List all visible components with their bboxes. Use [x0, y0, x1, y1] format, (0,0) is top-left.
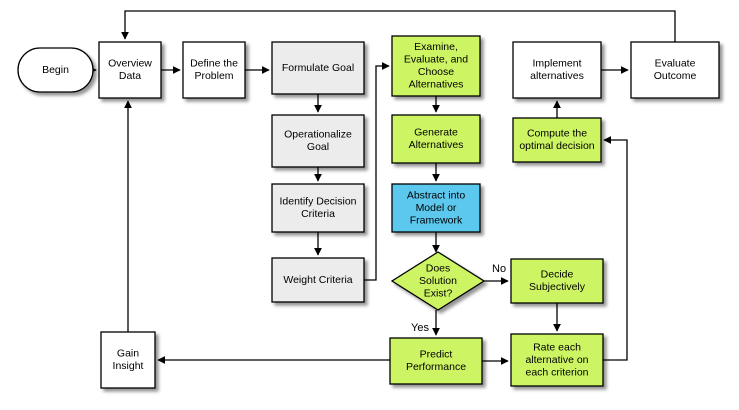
edge-evaluate-top-feedback — [121, 10, 676, 42]
edge-weight-to-examine — [364, 62, 390, 281]
node-shape-generate-alt — [391, 114, 481, 164]
node-label-overview-data: Data — [119, 70, 141, 82]
node-shape-compute-opt — [512, 117, 602, 163]
edges-layer — [88, 10, 676, 365]
node-label-implement: Implement — [532, 58, 581, 70]
node-shape-operationalize — [271, 114, 365, 168]
node-label-operationalize: Operationalize — [284, 129, 352, 141]
node-label-evaluate-out: Evaluate — [655, 58, 696, 70]
node-label-compute-opt: Compute the — [527, 128, 587, 140]
node-label-rate-each: alternative on — [525, 354, 588, 366]
node-shape-formulate-goal — [271, 41, 365, 95]
node-label-operationalize: Goal — [307, 141, 329, 153]
node-shape-decide-subj — [510, 258, 604, 304]
node-label-formulate-goal: Formulate Goal — [282, 62, 354, 74]
node-label-does-solution: Does — [426, 262, 451, 274]
node-shape-weight-crit — [271, 257, 365, 303]
node-label-abstract: Model or — [416, 202, 457, 214]
node-shape-rate-each — [510, 333, 604, 387]
node-label-evaluate-out: Outcome — [654, 70, 697, 82]
node-shape-gain-insight — [100, 331, 156, 389]
node-label-define-problem: Define the — [190, 58, 238, 70]
node-label-examine: Choose — [418, 66, 454, 78]
node-label-gain-insight: Insight — [113, 360, 144, 372]
node-shape-overview-data — [98, 41, 162, 99]
node-label-overview-data: Overview — [108, 58, 152, 70]
node-label-rate-each: each criterion — [525, 366, 588, 378]
node-label-decide-subj: Subjectively — [529, 281, 586, 293]
node-shape-define-problem — [182, 41, 246, 99]
node-label-abstract: Framework — [410, 214, 463, 226]
node-label-compute-opt: optimal decision — [519, 140, 594, 152]
edge-label-no-label: No — [492, 263, 506, 275]
node-label-examine: Alternatives — [409, 79, 464, 91]
node-shape-does-solution — [390, 251, 486, 311]
node-label-define-problem: Problem — [194, 70, 233, 82]
node-shape-begin — [17, 47, 94, 93]
node-shape-abstract — [391, 183, 481, 233]
node-label-identify-crit: Criteria — [301, 208, 335, 220]
node-weight-crit[interactable]: Weight Criteria — [271, 257, 365, 303]
node-label-begin: Begin — [42, 64, 69, 76]
node-begin[interactable]: Begin — [17, 47, 94, 93]
node-label-decide-subj: Decide — [541, 269, 574, 281]
node-label-predict-perf: Performance — [406, 361, 466, 373]
node-formulate-goal[interactable]: Formulate Goal — [271, 41, 365, 95]
node-label-does-solution: Exist? — [424, 287, 453, 299]
node-label-identify-crit: Identify Decision — [279, 196, 356, 208]
node-shape-identify-crit — [271, 183, 365, 233]
edge-rate-to-compute — [603, 136, 628, 361]
edge-label-yes-label: Yes — [411, 322, 429, 334]
node-shape-implement — [512, 41, 602, 99]
node-label-implement: alternatives — [530, 70, 584, 82]
node-label-examine: Examine, — [414, 41, 458, 53]
node-label-rate-each: Rate each — [533, 341, 581, 353]
node-label-examine: Evaluate, and — [404, 54, 468, 66]
node-label-predict-perf: Predict — [420, 349, 453, 361]
node-label-generate-alt: Alternatives — [409, 139, 464, 151]
node-label-generate-alt: Generate — [414, 127, 458, 139]
node-shape-examine — [391, 35, 481, 97]
node-shape-predict-perf — [389, 337, 483, 385]
node-label-weight-crit: Weight Criteria — [283, 274, 352, 286]
node-label-gain-insight: Gain — [117, 348, 139, 360]
node-shape-evaluate-out — [630, 41, 720, 99]
node-label-does-solution: Solution — [419, 275, 457, 287]
node-label-abstract: Abstract into — [407, 189, 466, 201]
